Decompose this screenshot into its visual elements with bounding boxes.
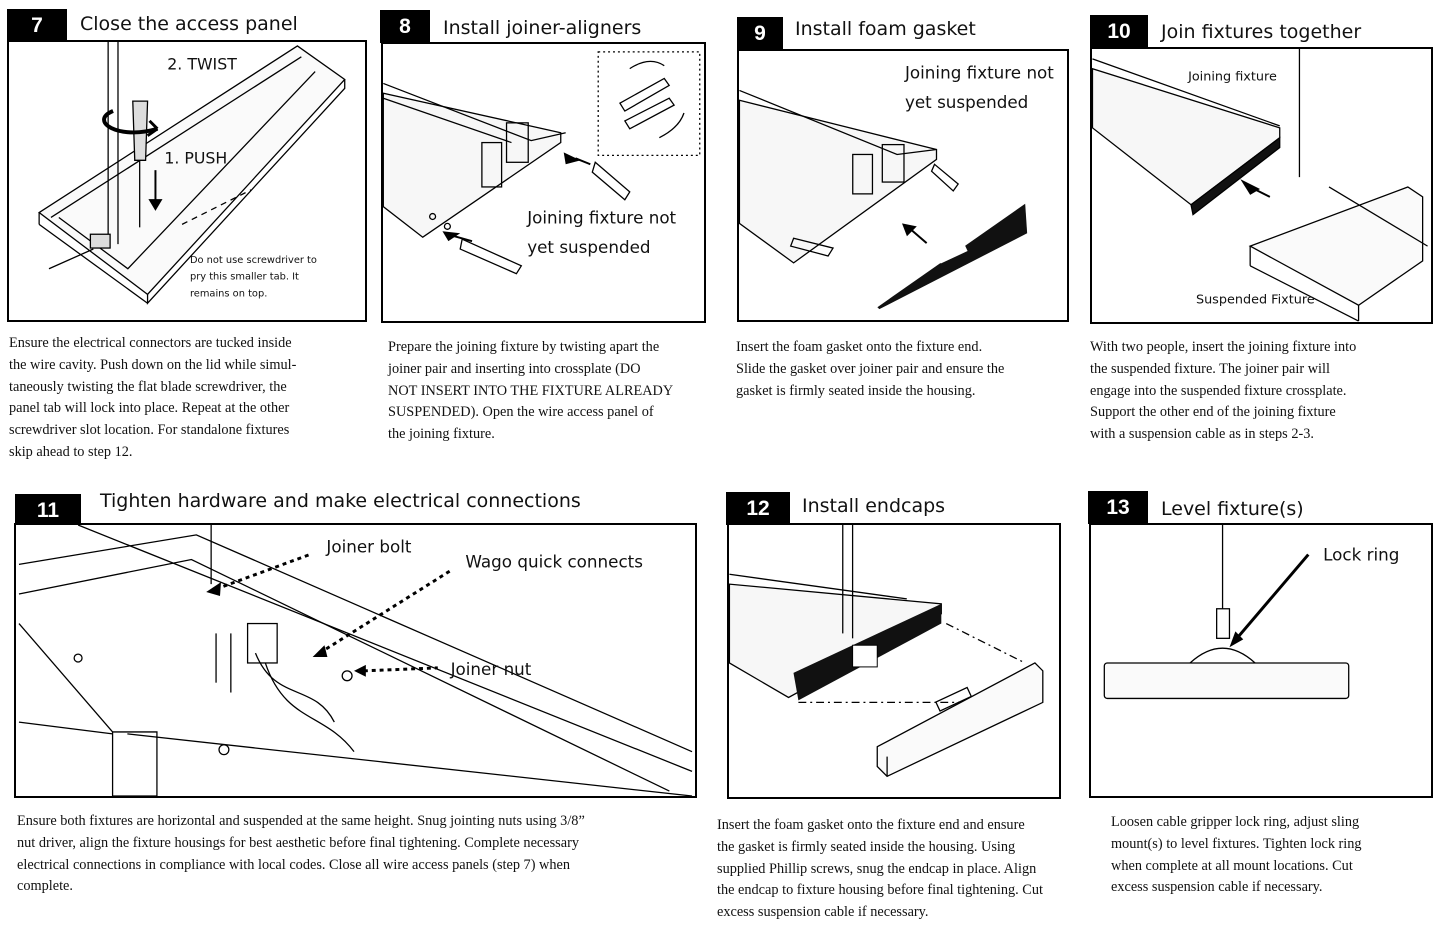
note-line-1: Do not use screwdriver to bbox=[190, 255, 317, 266]
step-illustration bbox=[727, 523, 1061, 799]
note-line-2: pry this smaller tab. It bbox=[190, 272, 299, 283]
step-number: 9 bbox=[737, 17, 783, 50]
step-number: 11 bbox=[15, 494, 81, 527]
joining-label-1: Joining fixture not bbox=[904, 63, 1054, 83]
step-title: Close the access panel bbox=[80, 13, 298, 35]
step-number: 13 bbox=[1088, 491, 1148, 524]
joining-label: Joining fixture bbox=[1187, 70, 1277, 85]
joiner-bolt-label: Joiner bolt bbox=[325, 537, 412, 557]
step-number: 10 bbox=[1090, 15, 1148, 48]
wago-label: Wago quick connects bbox=[465, 551, 643, 571]
twist-label: 2. TWIST bbox=[167, 55, 237, 74]
push-label: 1. PUSH bbox=[164, 148, 227, 167]
fixture-drawing bbox=[729, 525, 1044, 778]
step-illustration: 2. TWIST 1. PUSH Do not use screwdriver … bbox=[7, 40, 367, 322]
step-illustration: Joining fixture not yet suspended bbox=[381, 42, 706, 323]
joining-label-2: yet suspended bbox=[527, 237, 650, 257]
step-illustration: Joiner bolt Wago quick connects Joiner n… bbox=[14, 523, 697, 798]
step-title: Level fixture(s) bbox=[1161, 498, 1304, 520]
step-title: Install joiner-aligners bbox=[443, 17, 642, 39]
joining-label-2: yet suspended bbox=[905, 92, 1028, 112]
step-number: 7 bbox=[7, 9, 67, 42]
step-number: 12 bbox=[726, 492, 790, 525]
joiner-nut-label: Joiner nut bbox=[450, 659, 532, 679]
step-illustration: Lock ring bbox=[1089, 523, 1433, 798]
note-line-3: remains on top. bbox=[190, 288, 267, 299]
fixture-drawing: Joining fixture Suspended Fixture bbox=[1092, 49, 1428, 322]
step-number: 8 bbox=[380, 10, 430, 43]
step-description: Insert the foam gasket onto the fixture … bbox=[717, 817, 1043, 921]
step-description: Prepare the joining fixture by twisting … bbox=[388, 339, 674, 443]
suspended-label: Suspended Fixture bbox=[1196, 292, 1315, 307]
fixture-drawing: Joining fixture not yet suspended bbox=[383, 51, 701, 275]
step-description: Ensure the electrical connectors are tuc… bbox=[9, 335, 297, 460]
step-illustration: Joining fixture not yet suspended bbox=[737, 49, 1069, 322]
step-illustration: Joining fixture Suspended Fixture bbox=[1090, 47, 1433, 324]
lock-ring-label: Lock ring bbox=[1323, 544, 1399, 564]
step-description: With two people, insert the joining fixt… bbox=[1090, 339, 1357, 443]
fixture-drawing: 2. TWIST 1. PUSH Do not use screwdriver … bbox=[38, 42, 346, 305]
step-title: Install endcaps bbox=[802, 495, 946, 517]
step-description: Loosen cable gripper lock ring, adjust s… bbox=[1111, 814, 1362, 896]
step-title: Tighten hardware and make electrical con… bbox=[100, 490, 581, 512]
joining-label-1: Joining fixture not bbox=[526, 207, 676, 227]
fixture-drawing: Joiner bolt Wago quick connects Joiner n… bbox=[18, 525, 693, 796]
fixture-drawing: Joining fixture not yet suspended bbox=[739, 63, 1054, 310]
step-title: Install foam gasket bbox=[795, 18, 976, 40]
fixture-drawing: Lock ring bbox=[1103, 525, 1399, 700]
step-description: Ensure both fixtures are horizontal and … bbox=[17, 813, 585, 895]
step-description: Insert the foam gasket onto the fixture … bbox=[736, 339, 1005, 399]
step-title: Join fixtures together bbox=[1161, 21, 1362, 43]
